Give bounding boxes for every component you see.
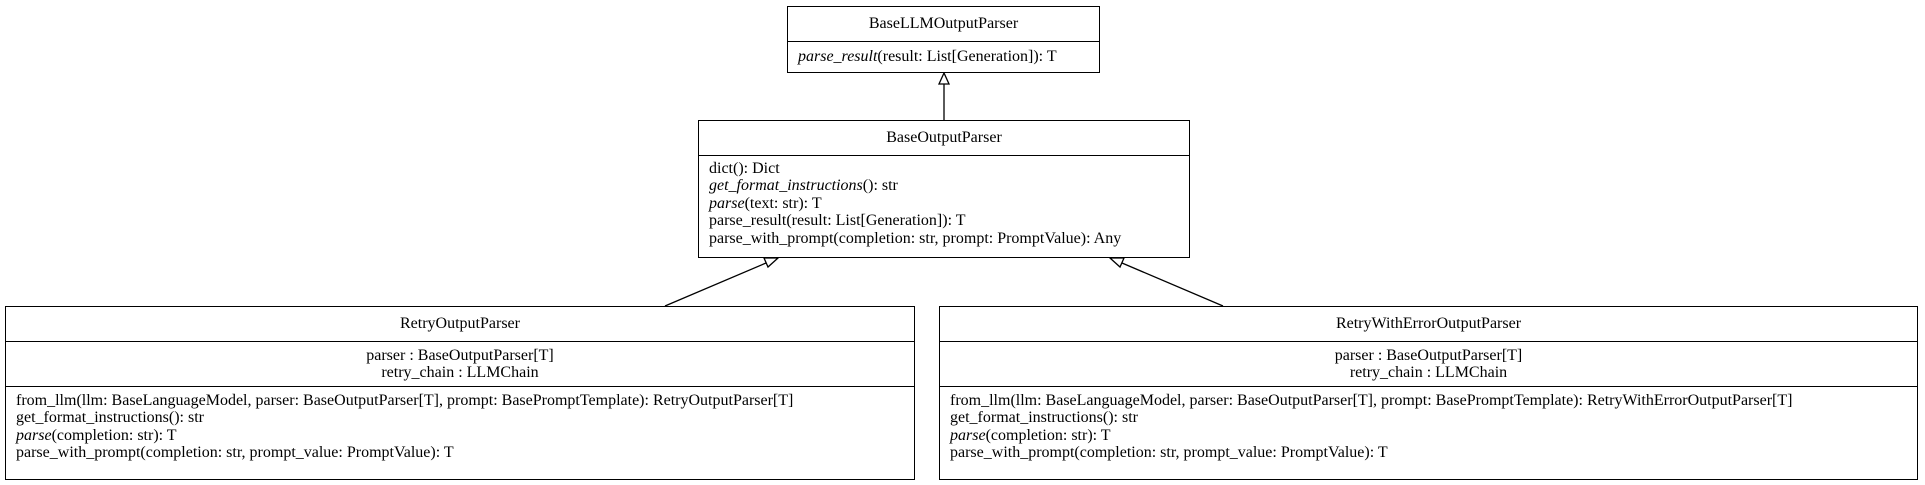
class-retry-output-parser: RetryOutputParser parser : BaseOutputPar… [5,306,915,480]
method-name: parse_with_prompt [709,229,834,247]
edge-base-output-parser-to-base-llm-output-parser [937,71,951,120]
method-name: get_format_instructions [950,409,1103,427]
method-signature: (result: List[Generation]): T [877,48,1057,65]
method-row: parse(completion: str): T [16,427,914,444]
method-name: get_format_instructions [709,177,863,195]
method-row: parse(completion: str): T [950,427,1917,444]
class-name: BaseLLMOutputParser [788,7,1099,42]
inheritance-arrowhead [937,71,951,85]
method-signature: (llm: BaseLanguageModel, parser: BaseOut… [1010,392,1793,409]
method-signature: (completion: str, prompt: PromptValue): … [833,229,1122,247]
class-name: RetryWithErrorOutputParser [940,307,1917,342]
inheritance-arrowhead [1108,257,1126,269]
method-name: parse [709,194,745,212]
method-name: from_llm [950,392,1011,409]
method-name: parse [950,426,986,444]
attribute-row: parser : BaseOutputParser[T] [366,347,554,364]
method-name: dict [709,160,733,177]
method-signature: (completion: str): T [985,426,1111,444]
method-row: get_format_instructions(): str [16,409,914,426]
class-base-llm-output-parser: BaseLLMOutputParser parse_result(result:… [787,6,1100,73]
method-row: parse_with_prompt(completion: str, promp… [709,230,1189,247]
method-row: get_format_instructions(): str [950,409,1917,426]
method-signature: (completion: str, prompt_value: PromptVa… [140,444,454,462]
inheritance-arrowhead [762,257,780,269]
method-signature: (): str [168,409,204,427]
method-signature: (): Dict [733,160,780,177]
class-methods: dict(): Dict get_format_instructions(): … [699,156,1189,247]
class-retry-with-error-output-parser: RetryWithErrorOutputParser parser : Base… [939,306,1918,480]
method-name: get_format_instructions [16,409,169,427]
class-base-output-parser: BaseOutputParser dict(): Dict get_format… [698,120,1190,258]
class-attributes: parser : BaseOutputParser[T] retry_chain… [940,342,1917,387]
class-methods: from_llm(llm: BaseLanguageModel, parser:… [6,387,914,462]
method-signature: (llm: BaseLanguageModel, parser: BaseOut… [76,392,794,409]
method-name: parse [16,426,52,444]
method-row: parse_with_prompt(completion: str, promp… [950,444,1917,461]
method-row: from_llm(llm: BaseLanguageModel, parser:… [16,392,914,409]
class-methods: from_llm(llm: BaseLanguageModel, parser:… [940,387,1917,462]
method-signature: (): str [862,177,898,195]
method-name: parse_result [798,48,878,65]
class-name: BaseOutputParser [699,121,1189,156]
class-name: RetryOutputParser [6,307,914,342]
method-row: parse_with_prompt(completion: str, promp… [16,444,914,461]
method-name: parse_with_prompt [16,444,141,462]
method-signature: (completion: str, prompt_value: PromptVa… [1074,444,1388,462]
method-name: parse_with_prompt [950,444,1075,462]
edge-retry-output-parser-to-base-output-parser [664,257,780,307]
method-name: from_llm [16,392,77,409]
attribute-row: retry_chain : LLMChain [381,364,539,381]
method-row: get_format_instructions(): str [709,177,1189,194]
method-row: dict(): Dict [709,160,1189,177]
method-signature: (): str [1102,409,1138,427]
method-row: parse_result(result: List[Generation]): … [798,48,1099,65]
method-signature: (text: str): T [744,194,822,212]
edge-retry-with-error-output-parser-to-base-output-parser [1108,257,1224,307]
class-methods: parse_result(result: List[Generation]): … [788,42,1099,65]
method-row: from_llm(llm: BaseLanguageModel, parser:… [950,392,1917,409]
method-signature: (result: List[Generation]): T [786,212,966,230]
method-row: parse_result(result: List[Generation]): … [709,212,1189,229]
method-name: parse_result [709,212,787,230]
class-attributes: parser : BaseOutputParser[T] retry_chain… [6,342,914,387]
attribute-row: parser : BaseOutputParser[T] [1334,347,1523,364]
method-signature: (completion: str): T [51,426,177,444]
method-row: parse(text: str): T [709,195,1189,212]
attribute-row: retry_chain : LLMChain [1349,364,1508,381]
